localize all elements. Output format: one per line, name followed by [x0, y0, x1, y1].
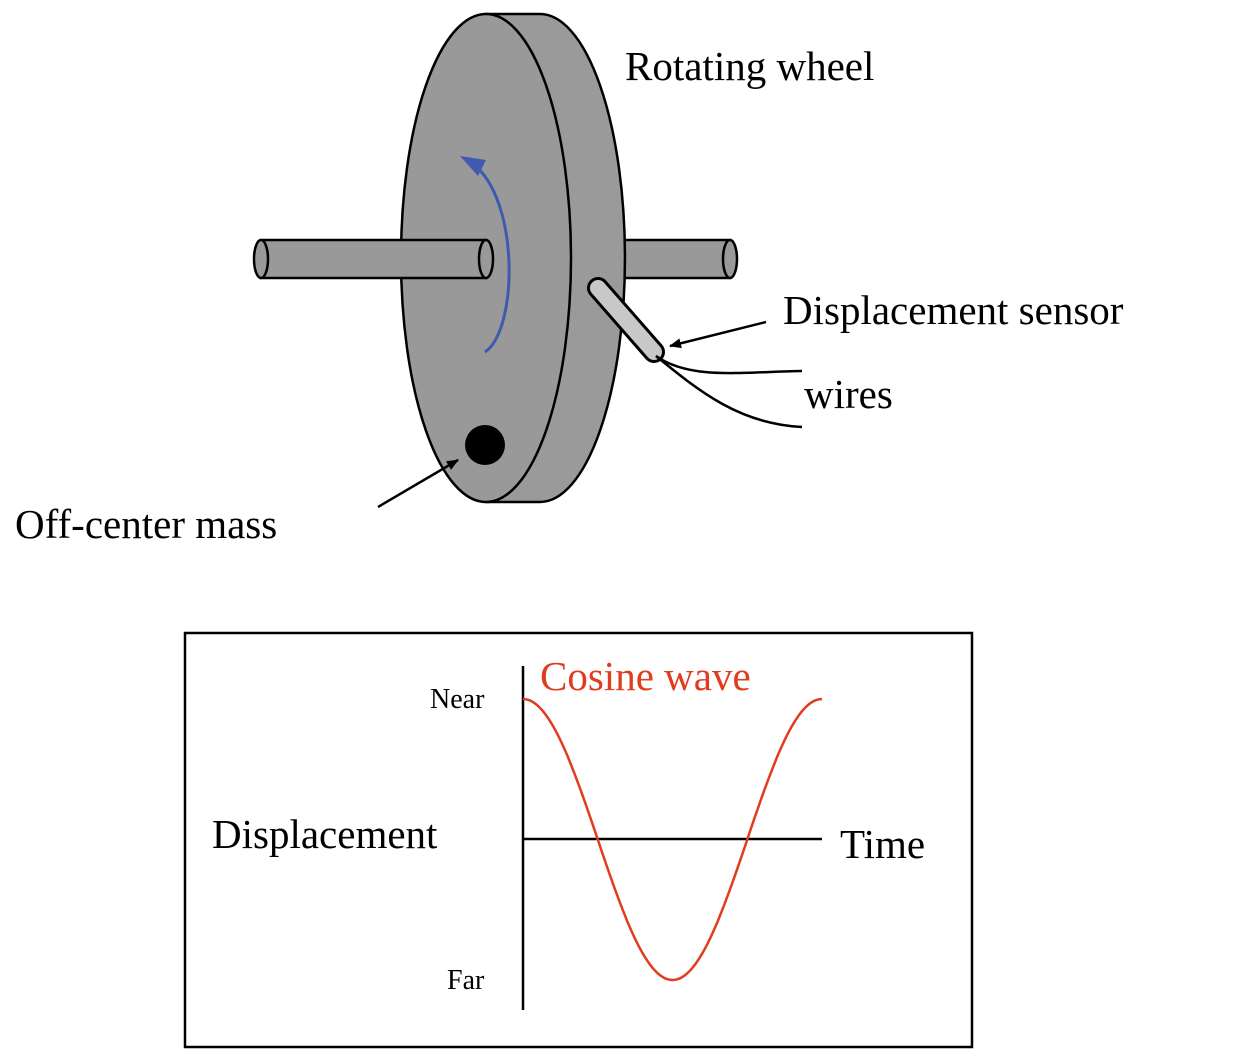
rotating-wheel-label: Rotating wheel [625, 43, 874, 89]
off-center-mass-dot [465, 425, 505, 465]
sensor-wires [655, 354, 803, 429]
cosine-wave-line [522, 697, 823, 982]
wires-label: wires [804, 371, 893, 417]
y-near-label: Near [430, 684, 485, 715]
off-center-mass-label: Off-center mass [15, 501, 277, 547]
displacement-sensor-label: Displacement sensor [783, 287, 1124, 333]
rotation-arrow-icon [460, 156, 511, 354]
mass-pointer-arrow [377, 458, 459, 509]
x-axis-label: Time [840, 821, 925, 867]
displacement-sensor-probe [587, 277, 665, 363]
shaft-left [252, 238, 495, 280]
wave-label: Cosine wave [540, 653, 751, 699]
y-far-label: Far [447, 965, 485, 996]
sensor-pointer-arrow [669, 320, 767, 349]
y-axis-label: Displacement [212, 811, 438, 857]
